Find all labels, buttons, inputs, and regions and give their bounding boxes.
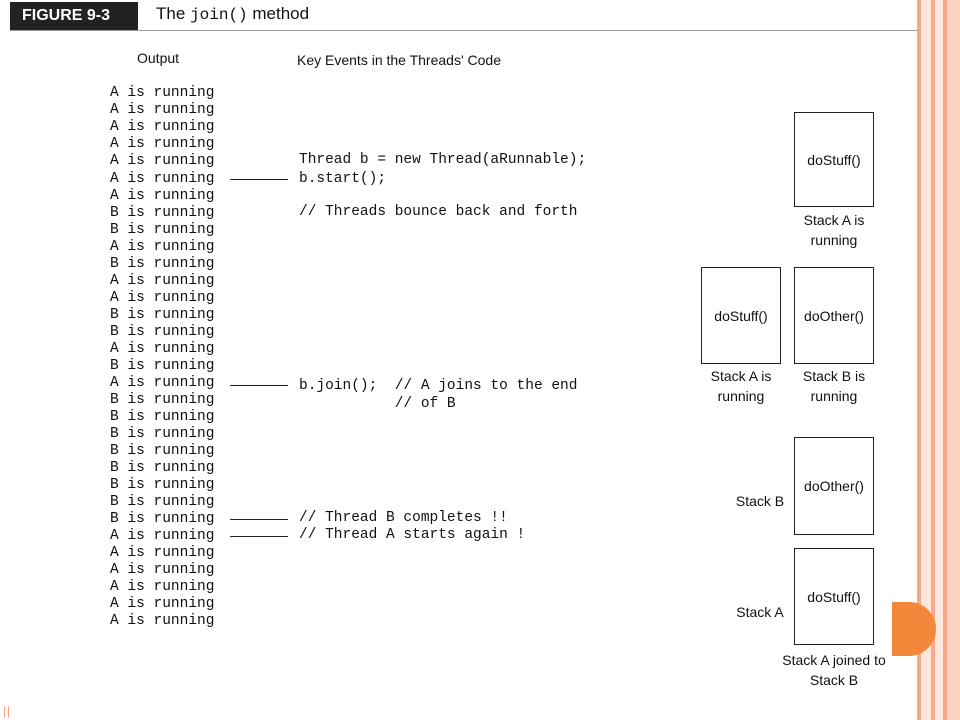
border-stripe <box>947 0 960 720</box>
connector-line <box>230 179 288 180</box>
output-line: A is running <box>110 341 215 357</box>
output-line: A is running <box>110 171 215 187</box>
stack-box-b2: doOther() <box>794 437 874 535</box>
output-line: B is running <box>110 205 215 221</box>
output-line: A is running <box>110 579 215 595</box>
output-line: A is running <box>110 562 215 578</box>
code-line: // Thread B completes !! <box>299 510 508 526</box>
output-line: B is running <box>110 409 215 425</box>
code-line: b.join(); // A joins to the end <box>299 378 578 394</box>
output-line: A is running <box>110 153 215 169</box>
output-line: B is running <box>110 307 215 323</box>
output-line: A is running <box>110 119 215 135</box>
corner-mark <box>8 706 9 718</box>
output-line: B is running <box>110 392 215 408</box>
output-line: B is running <box>110 426 215 442</box>
output-line: A is running <box>110 596 215 612</box>
output-line: B is running <box>110 494 215 510</box>
output-line: A is running <box>110 136 215 152</box>
output-line: A is running <box>110 545 215 561</box>
stack-box-a1: doStuff() <box>794 112 874 207</box>
output-line: A is running <box>110 239 215 255</box>
output-line: B is running <box>110 324 215 340</box>
border-stripe <box>921 0 931 720</box>
title-code: join() <box>190 6 248 24</box>
output-line: B is running <box>110 511 215 527</box>
header-rule <box>10 30 917 31</box>
border-stripe <box>943 0 947 720</box>
code-line: // Thread A starts again ! <box>299 527 526 543</box>
stack-box-a2: doStuff() <box>701 267 781 364</box>
figure-label: FIGURE 9-3 <box>10 2 138 30</box>
events-column-header: Key Events in the Threads' Code <box>297 52 501 68</box>
code-line: // Threads bounce back and forth <box>299 204 578 220</box>
output-line: B is running <box>110 477 215 493</box>
output-line: B is running <box>110 222 215 238</box>
stack-label: Stack A <box>736 604 784 620</box>
connector-line <box>230 385 288 386</box>
output-line: A is running <box>110 188 215 204</box>
output-column-header: Output <box>137 50 180 66</box>
border-stripe <box>935 0 943 720</box>
output-line: B is running <box>110 358 215 374</box>
corner-mark <box>4 706 5 718</box>
output-line: B is running <box>110 460 215 476</box>
stack-box-a3: doStuff() <box>794 548 874 645</box>
stack-box-b1: doOther() <box>794 267 874 364</box>
output-line: A is running <box>110 375 215 391</box>
output-line: A is running <box>110 102 215 118</box>
output-line: A is running <box>110 528 215 544</box>
decorative-circle <box>892 602 936 656</box>
stack-caption: Stack A is running <box>710 368 772 404</box>
code-line: // of B <box>299 396 456 412</box>
output-line: B is running <box>110 256 215 272</box>
code-line: b.start(); <box>299 171 387 187</box>
output-line: A is running <box>110 85 215 101</box>
output-line: A is running <box>110 273 215 289</box>
border-stripe <box>931 0 935 720</box>
stack-label: Stack B <box>735 493 785 509</box>
output-line: A is running <box>110 290 215 306</box>
connector-line <box>230 519 288 520</box>
connector-line <box>230 536 288 537</box>
title-prefix: The <box>156 4 191 23</box>
stack-caption: Stack A is running <box>803 212 865 248</box>
border-stripe <box>917 0 921 720</box>
title-suffix: method <box>247 4 310 23</box>
output-line: A is running <box>110 613 215 629</box>
code-line: Thread b = new Thread(aRunnable); <box>299 152 587 168</box>
output-line: B is running <box>110 443 215 459</box>
stack-caption: Stack B is running <box>802 368 866 404</box>
figure-title: The join() method <box>156 4 309 24</box>
stack-caption: Stack A joined to Stack B <box>782 652 886 688</box>
